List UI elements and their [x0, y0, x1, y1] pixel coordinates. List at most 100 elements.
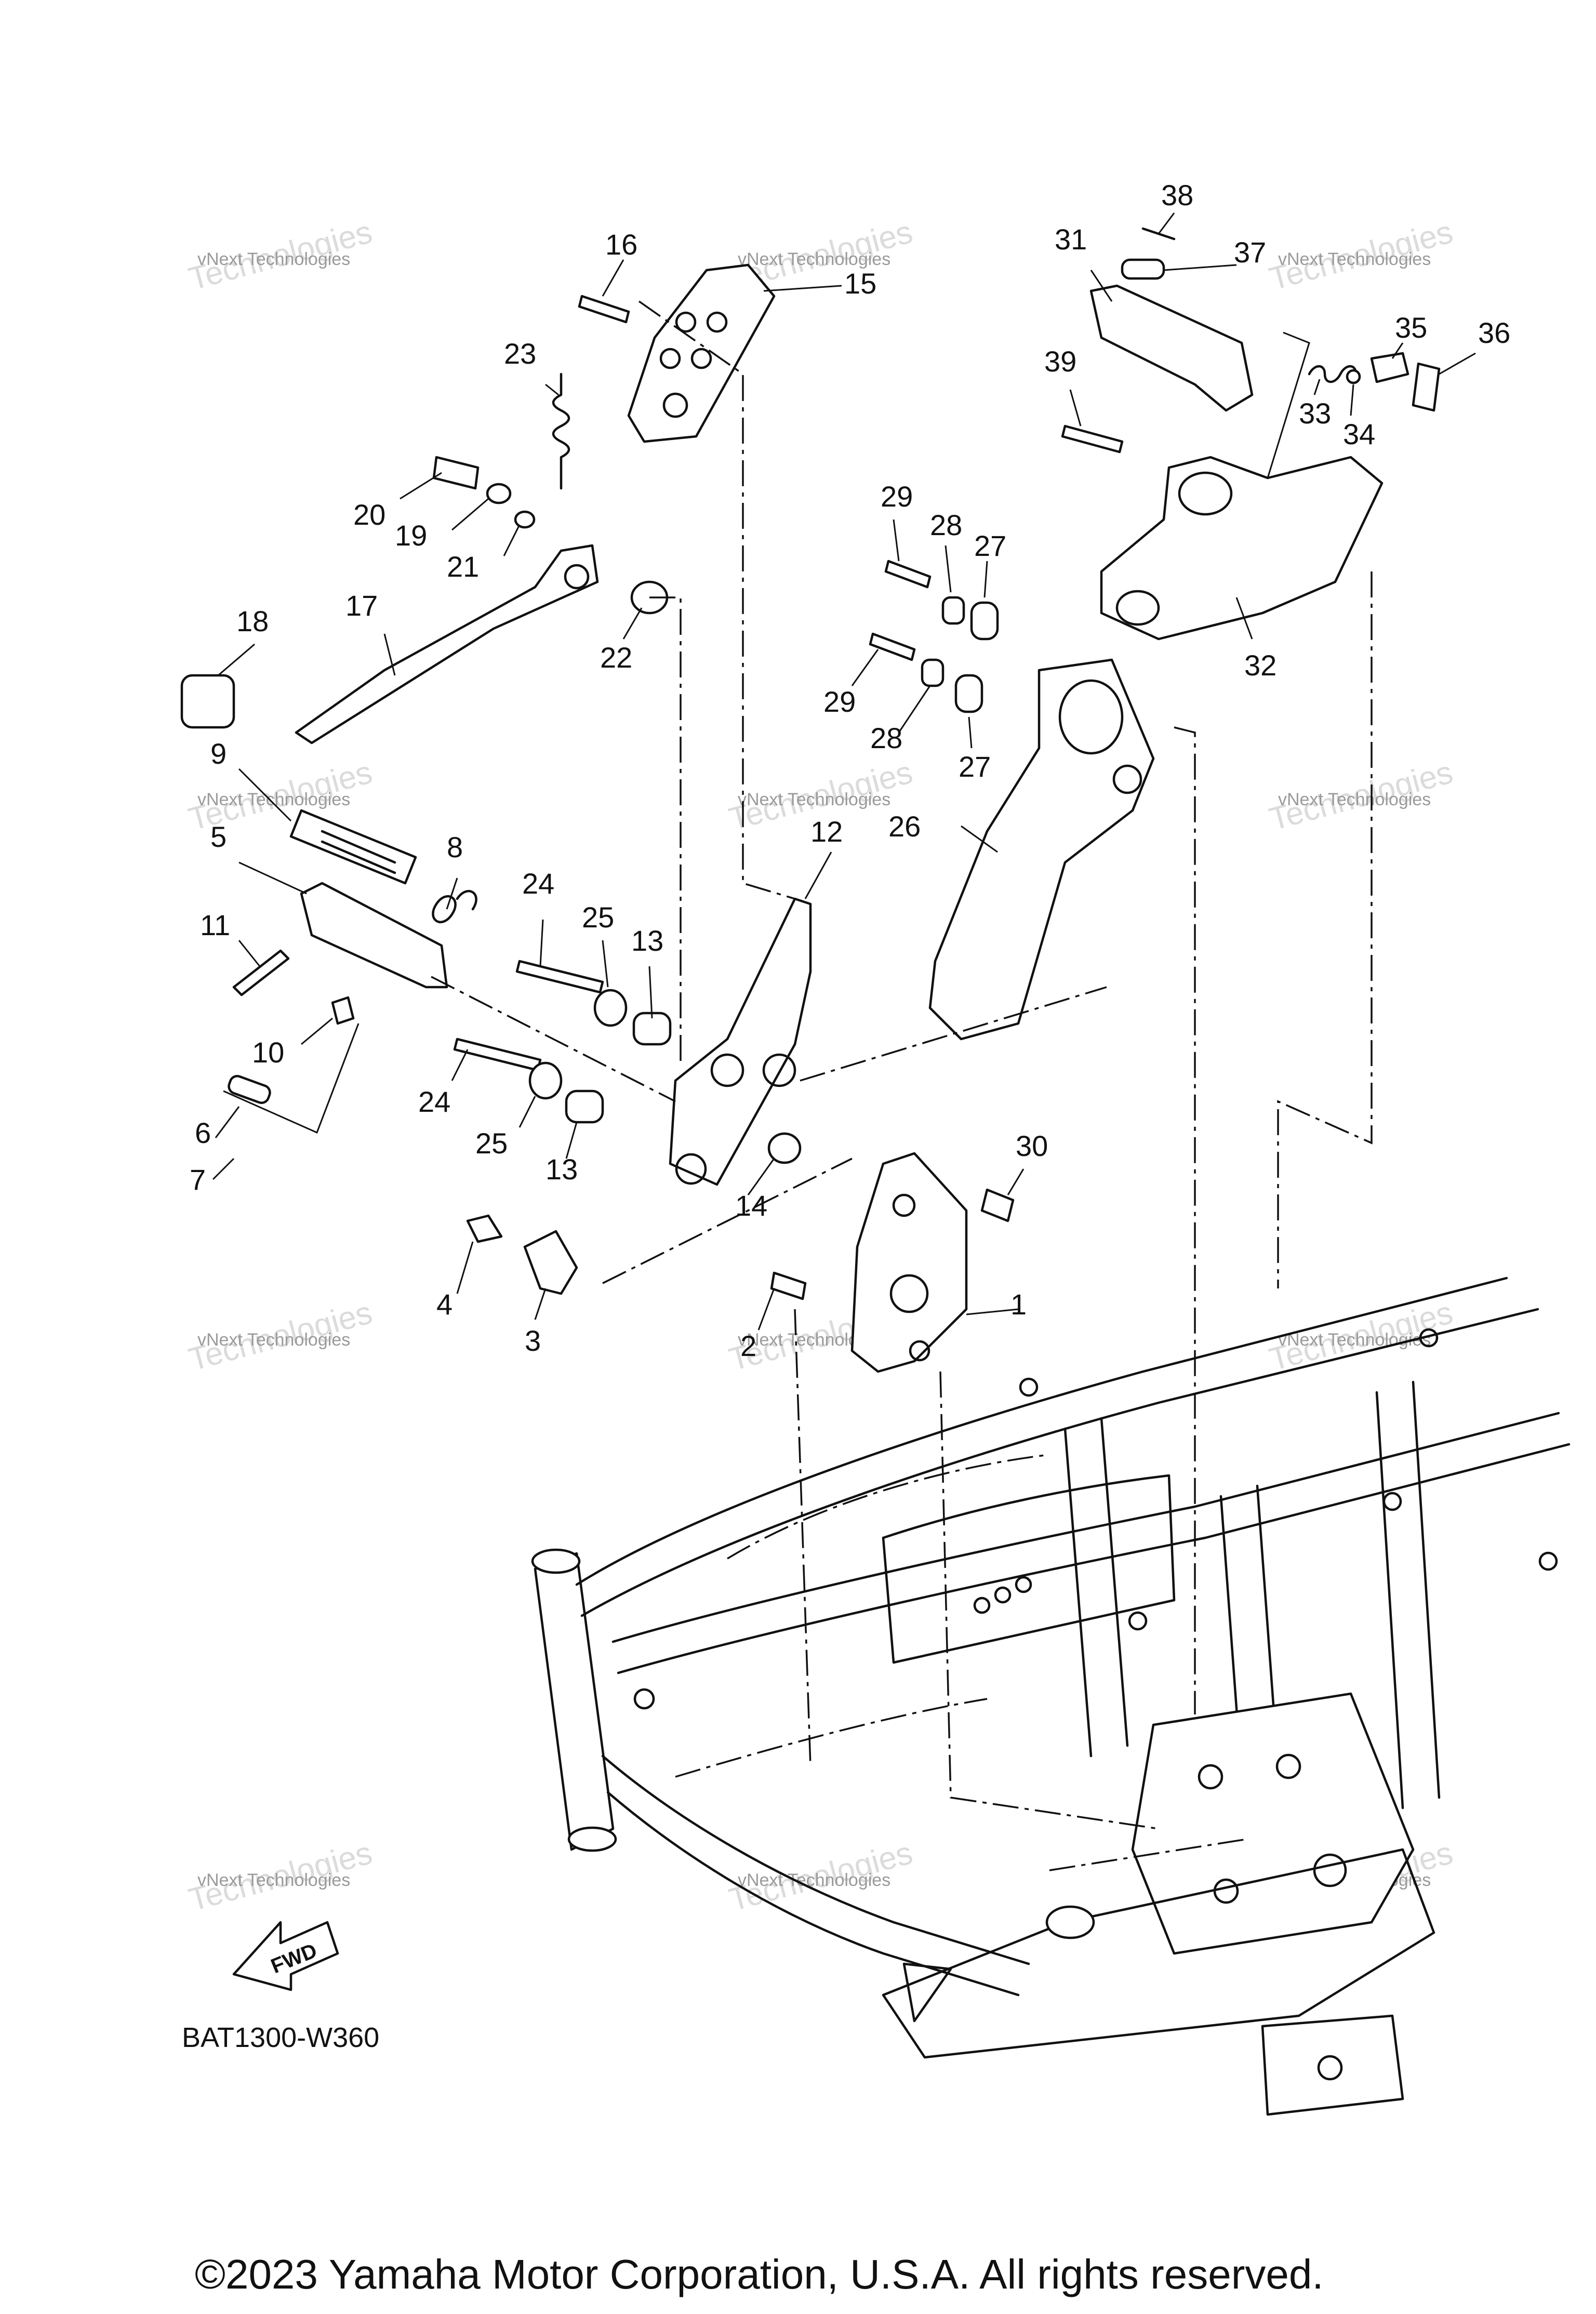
part-29-bolt-a	[884, 560, 932, 589]
callout-31: 31	[1055, 223, 1087, 256]
part-4-bolt	[466, 1214, 503, 1243]
callout-13a: 13	[631, 924, 663, 957]
svg-text:vNext Technologies: vNext Technologies	[197, 1870, 350, 1890]
part-30-bolt	[980, 1188, 1015, 1222]
callout-21: 21	[447, 550, 479, 583]
callout-22: 22	[600, 641, 632, 674]
callout-29a: 29	[881, 480, 913, 513]
part-25-washer-b	[528, 1061, 563, 1100]
callout-19: 19	[395, 519, 427, 552]
callout-25b: 25	[475, 1127, 508, 1160]
callout-11: 11	[200, 909, 230, 941]
part-14-collar	[767, 1132, 802, 1164]
callout-32: 32	[1244, 649, 1276, 682]
part-24-bolt-b	[453, 1038, 542, 1072]
svg-text:vNext Technologies: vNext Technologies	[1278, 249, 1431, 269]
part-27-damper-a	[970, 601, 999, 641]
callout-4: 4	[436, 1288, 453, 1321]
part-27-damper-b	[954, 674, 983, 713]
part-37-pin	[1121, 258, 1165, 280]
watermark-11: Technologies vNext Technologies	[725, 1835, 916, 1918]
callout-14: 14	[735, 1189, 767, 1222]
callout-29b: 29	[823, 685, 856, 718]
part-25-washer-a	[593, 989, 628, 1027]
part-5-footpeg-bracket	[300, 882, 448, 989]
part-34-ball	[1346, 369, 1361, 384]
part-8-spring	[432, 889, 477, 924]
part-36-clip	[1412, 362, 1441, 412]
callout-8: 8	[447, 831, 463, 863]
callout-9: 9	[210, 737, 227, 770]
part-13-collar-b	[565, 1089, 604, 1124]
part-28-collar-a	[941, 596, 965, 625]
callout-33: 33	[1299, 397, 1331, 430]
svg-text:vNext Technologies: vNext Technologies	[197, 1330, 350, 1350]
part-6-pin	[228, 1075, 271, 1104]
svg-text:vNext Technologies: vNext Technologies	[1278, 1330, 1431, 1350]
part-17-brake-lever	[295, 544, 599, 744]
part-26-pillion-bracket	[928, 658, 1155, 1041]
motorcycle-frame	[531, 1276, 1571, 2116]
watermark-3: Technologies vNext Technologies	[1266, 214, 1456, 297]
callout-27b: 27	[959, 750, 991, 783]
part-21-washer	[514, 510, 536, 529]
leader-lines	[212, 212, 1476, 1331]
callout-12: 12	[810, 815, 843, 848]
callout-24a: 24	[522, 867, 554, 900]
watermark-7: Technologies vNext Technologies	[185, 1295, 376, 1378]
callout-15: 15	[844, 267, 876, 300]
part-39-bolt	[1061, 424, 1124, 454]
watermark-6: Technologies vNext Technologies	[1266, 754, 1456, 837]
callout-26: 26	[888, 810, 921, 843]
svg-text:vNext Technologies: vNext Technologies	[197, 790, 350, 809]
part-3-clamp	[523, 1230, 578, 1295]
callout-37: 37	[1234, 236, 1266, 269]
callout-27a: 27	[974, 529, 1006, 562]
callout-10: 10	[252, 1036, 284, 1069]
callout-7: 7	[190, 1163, 206, 1196]
svg-text:vNext Technologies: vNext Technologies	[738, 790, 890, 809]
part-33-spring	[1308, 365, 1358, 383]
callout-39: 39	[1044, 345, 1076, 378]
watermark-10: Technologies vNext Technologies	[185, 1835, 376, 1918]
part-9-peg-rubber	[289, 809, 417, 885]
part-1-bracket	[850, 1152, 968, 1373]
copyright-notice: ©2023 Yamaha Motor Corporation, U.S.A. A…	[195, 2251, 1324, 2297]
callout-3: 3	[525, 1324, 541, 1357]
part-19-washer	[486, 483, 512, 504]
part-29-bolt-b	[869, 632, 916, 661]
svg-text:vNext Technologies: vNext Technologies	[197, 249, 350, 269]
callout-labels: 1 2 3 4 5 6 7 8 9 10 11 12 13 13 14 15 1…	[190, 179, 1510, 1362]
callout-6: 6	[195, 1116, 211, 1149]
part-2-bolt	[770, 1271, 807, 1300]
callout-38: 38	[1161, 179, 1193, 211]
part-24-bolt-a	[515, 960, 604, 994]
part-32-rear-bracket	[1100, 456, 1384, 641]
diagram-code: BAT1300-W360	[182, 2022, 379, 2053]
part-23-return-spring	[552, 373, 570, 490]
callout-17: 17	[345, 589, 378, 622]
parts	[180, 227, 1441, 1830]
callout-5: 5	[210, 820, 227, 853]
callout-28a: 28	[930, 509, 962, 541]
callout-35: 35	[1395, 311, 1427, 344]
watermarks: Technologies vNext Technologies Technolo…	[185, 214, 1456, 1918]
part-16-bolt	[578, 295, 630, 324]
callout-2: 2	[740, 1329, 756, 1362]
callout-24b: 24	[418, 1085, 450, 1118]
watermark-1: Technologies vNext Technologies	[185, 214, 376, 297]
callout-36: 36	[1478, 316, 1510, 349]
callout-16: 16	[605, 228, 637, 261]
callout-34: 34	[1343, 418, 1375, 450]
callout-1: 1	[1010, 1288, 1027, 1321]
callout-28b: 28	[870, 722, 902, 754]
part-31-rear-footpeg	[1089, 284, 1254, 412]
part-18-pedal-rubber	[180, 674, 235, 729]
callout-18: 18	[236, 605, 269, 637]
callout-23: 23	[504, 337, 536, 370]
fwd-arrow-icon: FWD	[232, 1921, 339, 1991]
part-15-heel-guard	[627, 263, 776, 443]
part-20-bolt	[432, 456, 480, 490]
part-10-bolt	[331, 996, 355, 1025]
